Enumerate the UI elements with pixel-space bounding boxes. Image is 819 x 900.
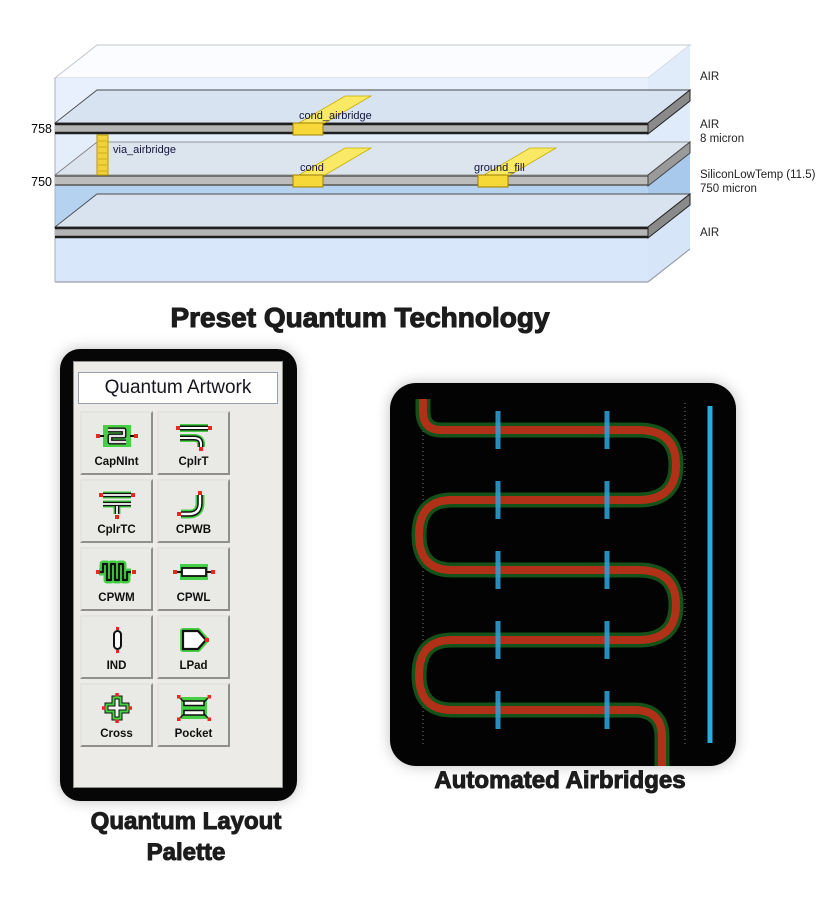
palette-titlebar — [74, 362, 282, 372]
label-substrate-1: SiliconLowTemp (11.5) — [700, 169, 816, 181]
label-air-gap-1: AIR — [700, 119, 719, 131]
layer-758-plate — [53, 88, 692, 136]
label-air-bottom: AIR — [700, 227, 719, 239]
palette-button-cpwl[interactable]: CPWL — [157, 547, 230, 611]
label-substrate-2: 750 micron — [700, 183, 757, 195]
palette-button-label: CapNInt — [94, 455, 139, 468]
via-airbridge-shape — [96, 134, 109, 176]
cond-airbridge-label: cond_airbridge — [299, 110, 372, 122]
palette-button-ind[interactable]: IND — [80, 615, 153, 679]
airbridges-layout-svg — [411, 399, 713, 766]
inductor-icon — [94, 623, 140, 660]
layer-ground-plate — [53, 192, 692, 240]
box-top-face — [53, 44, 692, 79]
right-face-air-bottom — [648, 205, 690, 282]
pocket-icon — [171, 691, 217, 728]
front-air-bottom — [55, 238, 648, 282]
palette-button-label: CPWL — [176, 591, 211, 604]
coupler-tee-capacitor-icon — [94, 487, 140, 524]
palette-button-label: CPWM — [98, 591, 135, 604]
quantum-artwork-window: Quantum Artwork CapN — [60, 349, 297, 801]
palette-button-label: IND — [106, 659, 127, 672]
palette-button-label: CplrTC — [97, 523, 136, 536]
tick-750: 750 — [31, 175, 52, 189]
palette-caption-line1: Quantum Layout — [90, 808, 282, 836]
cond-label: cond — [300, 162, 324, 174]
cross-junction-icon — [94, 691, 140, 728]
palette-button-label: LPad — [179, 659, 208, 672]
palette-button-label: CPWB — [175, 523, 212, 536]
trace-conductor — [414, 399, 681, 766]
palette-caption: Quantum Layout Palette — [16, 806, 356, 868]
airbridges-caption: Automated Airbridges — [434, 767, 686, 795]
airbridge-group — [495, 411, 610, 729]
tick-758: 758 — [31, 122, 52, 136]
palette-button-label: Pocket — [174, 727, 213, 740]
palette-button-pocket[interactable]: Pocket — [157, 683, 230, 747]
palette-button-lpad[interactable]: LPad — [157, 615, 230, 679]
palette-button-label: CplrT — [178, 455, 209, 468]
palette-button-cplrtc[interactable]: CplrTC — [80, 479, 153, 543]
via-airbridge-label: via_airbridge — [113, 144, 176, 156]
ground-fill-label: ground_fill — [474, 162, 525, 174]
airbridges-layout-panel — [390, 383, 736, 766]
label-air-gap-2: 8 micron — [700, 133, 744, 145]
palette-button-cpwm[interactable]: CPWM — [80, 547, 153, 611]
cpw-bend-icon — [171, 487, 217, 524]
stack-diagram-title: Preset Quantum Technology — [170, 301, 550, 333]
stack-diagram: cond_airbridge via_airbridge cond ground… — [31, 44, 816, 283]
launch-pad-icon — [171, 623, 217, 660]
cpw-meander-icon — [94, 555, 140, 592]
interdigital-capacitor-icon — [94, 419, 140, 456]
cpw-line-icon — [171, 555, 217, 592]
palette-title: Quantum Artwork — [78, 372, 278, 404]
palette-button-capnint[interactable]: CapNInt — [80, 411, 153, 475]
palette-button-grid: CapNInt — [80, 411, 282, 747]
palette-button-cross[interactable]: Cross — [80, 683, 153, 747]
palette-button-label: Cross — [100, 727, 133, 740]
cond-shape — [292, 147, 373, 188]
palette-window-body: Quantum Artwork CapN — [73, 361, 283, 788]
label-air-top: AIR — [700, 71, 719, 83]
palette-button-cplrt[interactable]: CplrT — [157, 411, 230, 475]
palette-caption-line2: Palette — [146, 839, 226, 867]
coupler-tee-icon — [171, 419, 217, 456]
cond-airbridge-shape — [292, 95, 373, 136]
ground-fill-shape — [477, 147, 558, 188]
palette-button-cpwb[interactable]: CPWB — [157, 479, 230, 543]
